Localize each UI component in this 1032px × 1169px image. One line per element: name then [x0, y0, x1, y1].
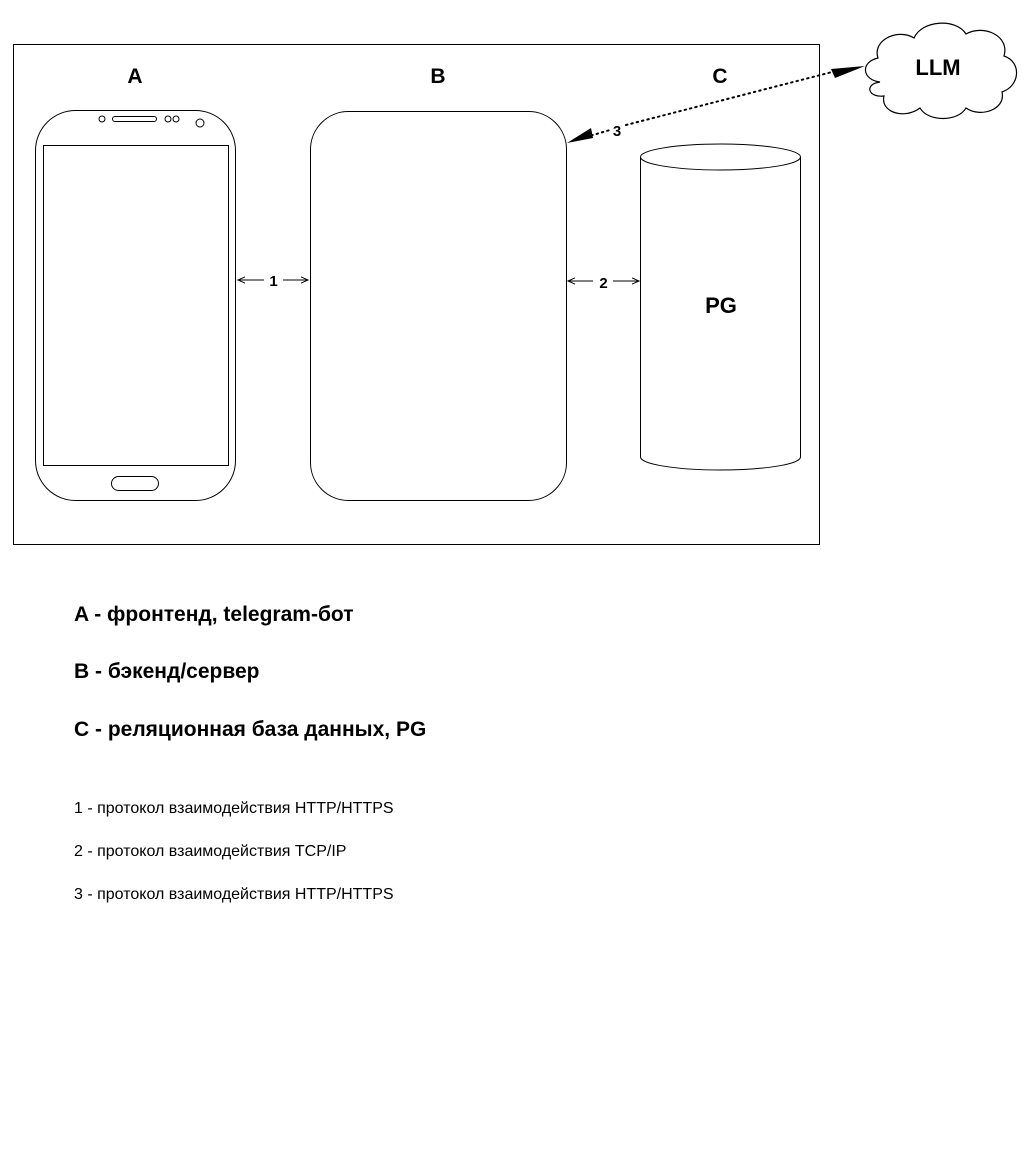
diagram-frame: [13, 44, 820, 545]
llm-label: LLM: [915, 55, 960, 80]
arrowhead-to-server: [567, 128, 593, 143]
legend-component-a: A - фронтенд, telegram-бот: [74, 603, 354, 626]
connection-3-label: 3: [613, 123, 621, 140]
arrowhead-to-llm: [831, 66, 865, 78]
legend-component-b: B - бэкенд/сервер: [74, 660, 260, 683]
connection-2-label: 2: [599, 275, 607, 292]
server-box: [310, 111, 567, 501]
connection-3-arrow: [567, 66, 865, 143]
database-label: PG: [705, 293, 737, 318]
phone-screen: [43, 145, 229, 466]
legend-protocol-2: 2 - протокол взаимодействия TCP/IP: [74, 843, 347, 860]
legend-protocol-1: 1 - протокол взаимодействия HTTP/HTTPS: [74, 800, 394, 817]
phone-camera: [98, 115, 106, 123]
legend-component-c: C - реляционная база данных, PG: [74, 718, 427, 741]
connection-1-label: 1: [269, 273, 277, 290]
label-c: C: [712, 65, 727, 88]
phone-speaker: [112, 116, 157, 122]
architecture-diagram: A B C PG LLM 1 2 3: [13, 22, 1018, 545]
label-a: A: [127, 65, 142, 88]
llm-cloud-icon: [864, 22, 1018, 120]
smartphone-icon: [35, 110, 236, 501]
database-cylinder-icon: [640, 143, 801, 471]
phone-home-button: [111, 476, 159, 491]
label-b: B: [430, 65, 445, 88]
legend-protocol-3: 3 - протокол взаимодействия HTTP/HTTPS: [74, 886, 394, 903]
